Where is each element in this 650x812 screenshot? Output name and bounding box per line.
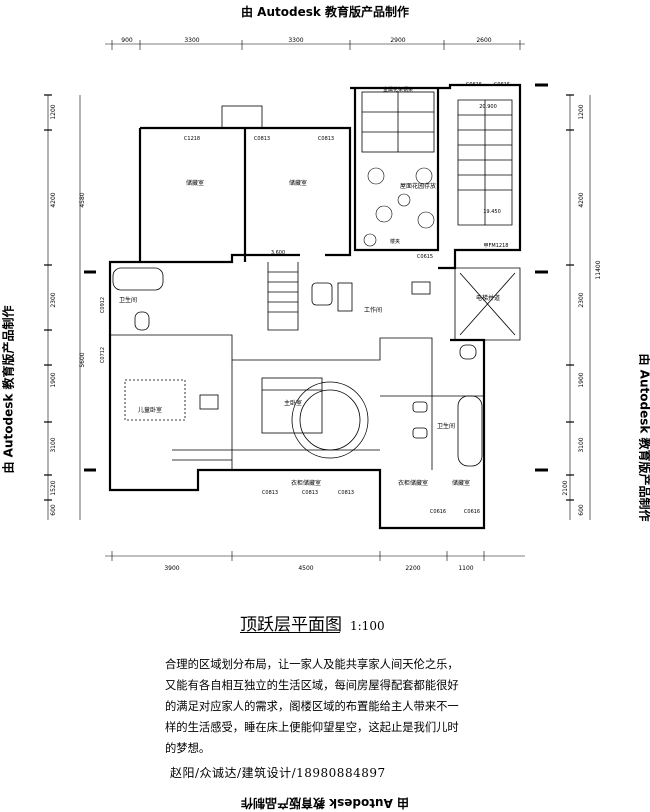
dim-bottom-2: 4500 — [298, 565, 313, 572]
tag-c0813-c: C0813 — [262, 490, 278, 496]
room-bathroom-right: 卫生间 — [437, 422, 455, 430]
room-storage-3: 储藏室 — [452, 479, 470, 487]
room-roof-garden: 屋面花园存放 — [400, 182, 436, 190]
tag-c0813-b: C0813 — [318, 136, 334, 142]
watermark-bottom: 由 Autodesk 教育版产品制作 — [240, 796, 410, 810]
room-master-bedroom: 主卧室 — [284, 399, 302, 407]
room-storage-1: 储藏室 — [186, 179, 204, 187]
dim-right-4: 1900 — [578, 372, 585, 387]
room-storage-2: 储藏室 — [289, 179, 307, 187]
tag-c0616-a: C0616 — [430, 509, 446, 515]
dim-left-1: 1200 — [50, 104, 57, 119]
tag-c0912: C0912 — [100, 297, 106, 313]
dim-left-5: 1900 — [50, 372, 57, 387]
room-children: 儿童卧室 — [138, 406, 162, 414]
tag-level-19450: 19.450 — [483, 209, 501, 215]
tag-c0615-a: C0615 — [466, 82, 482, 88]
description-text: 合理的区域划分布局，让一家人及能共享家人间天伦之乐，又能有各自相互独立的生活区域… — [165, 658, 459, 755]
watermark-top: 由 Autodesk 教育版产品制作 — [240, 5, 410, 19]
dim-top-3: 3300 — [288, 37, 303, 44]
dim-left-2: 4200 — [50, 192, 57, 207]
dim-right-1: 1200 — [578, 104, 585, 119]
dim-top-5: 2600 — [476, 37, 491, 44]
tag-c1218: C1218 — [184, 136, 200, 142]
dim-top-1: 900 — [121, 37, 133, 44]
dim-top-4: 2900 — [390, 37, 405, 44]
dim-right-6: 2100 — [562, 480, 569, 495]
dim-right-total: 11400 — [595, 260, 602, 279]
tag-roof-label: 楼夹 — [390, 238, 400, 245]
dim-left-3: 2300 — [50, 292, 57, 307]
room-elevator: 电梯并道 — [476, 294, 500, 302]
dim-bottom-1: 3900 — [164, 565, 179, 572]
room-wardrobe-2: 衣柜储藏室 — [398, 479, 428, 487]
room-work: 工作间 — [364, 306, 382, 314]
dim-right-2: 4200 — [578, 192, 585, 207]
tag-c0813-e: C0813 — [338, 490, 354, 496]
tag-level-3600: 3.600 — [271, 250, 285, 256]
dim-bottom-4: 1100 — [458, 565, 473, 572]
dim-right-7: 600 — [578, 504, 585, 516]
dim-right-3: 2300 — [578, 292, 585, 307]
tag-c0813-d: C0813 — [302, 490, 318, 496]
tag-c0813-a: C0813 — [254, 136, 270, 142]
title-scale: 1:100 — [350, 619, 385, 633]
dim-left-8: 600 — [50, 504, 57, 516]
room-wardrobe-1: 衣柜储藏室 — [291, 479, 321, 487]
title-underline — [240, 632, 340, 633]
tag-pergola: 金属花架钢架 — [383, 86, 413, 93]
tag-level-20900: 20.900 — [479, 104, 497, 110]
floor-plan-drawing: 900 3300 3300 2900 2600 3900 4500 2200 1… — [44, 37, 602, 572]
tag-c0616-b: C0616 — [464, 509, 480, 515]
tag-c0615-c: C0615 — [417, 254, 433, 260]
title-main: 顶跃层平面图 — [240, 615, 342, 635]
dim-left-6: 3100 — [50, 437, 57, 452]
drawing-title: 顶跃层平面图 1:100 — [240, 610, 385, 635]
tag-c0712: C0712 — [100, 347, 106, 363]
dim-bottom-3: 2200 — [405, 565, 420, 572]
dim-left-4: 5600 — [79, 352, 86, 367]
tag-c0615-b: C0615 — [494, 82, 510, 88]
dim-left-total: 4580 — [79, 192, 86, 207]
dim-top-2: 3300 — [184, 37, 199, 44]
room-bathroom-left: 卫生间 — [119, 296, 137, 304]
designer-credit: 赵阳/众诚达/建筑设计/18980884897 — [170, 766, 386, 780]
tag-fm1218: 甲FM1218 — [484, 243, 509, 249]
dim-left-7: 1520 — [50, 480, 57, 495]
dim-right-5: 3100 — [578, 437, 585, 452]
